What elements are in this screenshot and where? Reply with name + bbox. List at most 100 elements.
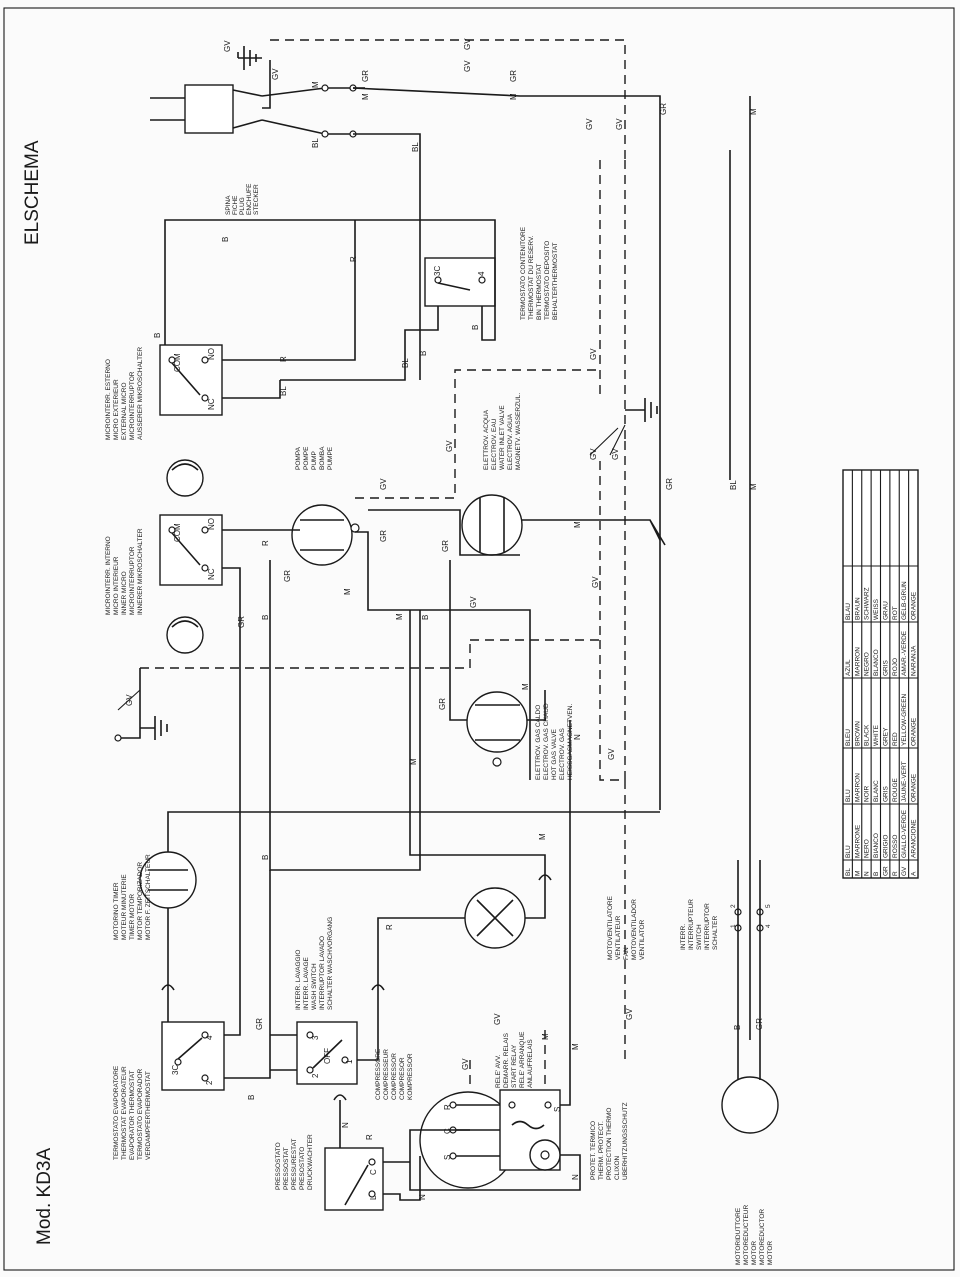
svg-text:PROTET. TERMICO: PROTET. TERMICO [590, 1121, 597, 1180]
svg-text:M: M [573, 521, 582, 528]
gear-motor: MOTORIDUTTORE MOTOREDUCTEUR MOTOR MOTORE… [721, 1076, 779, 1265]
color-table-cell: ORANGE [911, 591, 918, 620]
svg-text:B: B [153, 333, 162, 338]
svg-text:GV: GV [125, 694, 134, 706]
svg-text:NO: NO [207, 348, 216, 360]
svg-text:B: B [471, 325, 480, 330]
svg-text:GV: GV [493, 1013, 502, 1025]
wash-switch: 3 2 1 OFF INTERR. LAVAGGIO INTERR. LAVAG… [295, 917, 358, 1085]
svg-text:PLUG: PLUG [239, 197, 246, 215]
svg-text:VENTILATOR: VENTILATOR [639, 919, 646, 960]
svg-text:L: L [369, 1195, 378, 1200]
svg-text:MOTOVENTILATORE: MOTOVENTILATORE [607, 895, 614, 960]
svg-text:5: 5 [765, 904, 772, 908]
color-table-cell: M [854, 871, 861, 876]
svg-text:BL: BL [411, 142, 420, 152]
svg-text:MICROINTERR. INTERNO: MICROINTERR. INTERNO [105, 536, 112, 615]
color-table-cell: NEGRO [864, 652, 871, 676]
svg-text:ENCHUFE: ENCHUFE [246, 183, 253, 215]
svg-text:MOTORINO TIMER: MOTORINO TIMER [113, 882, 120, 940]
svg-text:GV: GV [611, 448, 620, 460]
color-table-cell: ROSSO [892, 835, 899, 858]
svg-text:GV: GV [591, 576, 600, 588]
color-table-cell: N [864, 871, 871, 876]
svg-text:MICRO EXTERIEUR: MICRO EXTERIEUR [113, 379, 120, 440]
svg-text:TERMOSTATO CONTENITORE: TERMOSTATO CONTENITORE [520, 226, 527, 320]
svg-text:M: M [538, 833, 547, 840]
svg-text:SCHALTER WASCHVORGANG: SCHALTER WASCHVORGANG [327, 917, 334, 1010]
svg-text:ELETTROV. ACQUA: ELETTROV. ACQUA [483, 409, 490, 470]
svg-text:ELECTROV. AGUA: ELECTROV. AGUA [507, 413, 514, 470]
mains-terminals: GR M GV GV GR M BL GV GV GR M [321, 38, 758, 810]
color-table-cell: R [892, 871, 899, 876]
color-table-cell: NARANJA [911, 645, 918, 676]
color-legend-table: BLBLUBLUBLEUAZULBLAUMMARRONEMARRONBROWNM… [842, 469, 919, 879]
svg-text:CLIXON: CLIXON [614, 1155, 621, 1180]
svg-text:MICRO INTERIEUR: MICRO INTERIEUR [113, 556, 120, 615]
svg-text:N: N [418, 1194, 427, 1200]
svg-text:BL: BL [311, 138, 320, 148]
svg-text:OFF: OFF [323, 1048, 332, 1064]
thermal-overload: PROTET. TERMICO THERM. PROTECT. PROTECTI… [529, 1102, 629, 1180]
color-table-cell: ARANCIONE [911, 819, 918, 858]
svg-text:DEMARR. RELAIS: DEMARR. RELAIS [503, 1032, 510, 1088]
color-table-cell: YELLOW-GREEN [901, 693, 908, 746]
svg-text:B: B [733, 1025, 742, 1030]
svg-text:COMPRESSEUR: COMPRESSEUR [383, 1049, 390, 1100]
svg-text:MICROINTERRUPTOR: MICROINTERRUPTOR [129, 546, 136, 615]
svg-text:3C: 3C [171, 1065, 180, 1075]
svg-text:SCHALTER: SCHALTER [712, 916, 719, 950]
main-switch: 2 1 5 4 INTERR. INTERRUPTEUR SWITCH INTE… [680, 899, 772, 950]
svg-text:GR: GR [659, 103, 668, 115]
svg-text:4: 4 [477, 271, 486, 276]
svg-text:2: 2 [311, 1073, 320, 1078]
svg-text:M: M [749, 483, 758, 490]
diagram-title: ELSCHEMA [22, 140, 43, 245]
svg-text:KOMPRESSOR: KOMPRESSOR [407, 1053, 414, 1100]
svg-text:RELE' ARRANQUE: RELE' ARRANQUE [519, 1031, 526, 1088]
svg-text:M: M [409, 758, 418, 765]
svg-text:BL: BL [729, 480, 738, 490]
svg-text:M: M [343, 588, 352, 595]
svg-text:GR: GR [379, 530, 388, 542]
color-table-cell: GREY [882, 727, 889, 746]
svg-text:B: B [261, 615, 270, 620]
svg-text:R: R [443, 1104, 452, 1110]
svg-text:ELETTROV. GAS CALDO: ELETTROV. GAS CALDO [535, 705, 542, 780]
color-table-cell: ORANGE [911, 717, 918, 746]
compressor: R C S COMPRESSORE COMPRESSEUR COMPRESSOR… [375, 1048, 517, 1189]
color-table-cell: MARRONE [854, 824, 861, 858]
svg-text:AUSSERER MIKROSCHALTER: AUSSERER MIKROSCHALTER [137, 347, 144, 440]
svg-text:INTERRUPTOR: INTERRUPTOR [704, 903, 711, 950]
svg-text:R: R [261, 540, 270, 546]
svg-text:R: R [365, 1134, 374, 1140]
svg-text:GR: GR [237, 616, 246, 628]
svg-text:GV: GV [615, 118, 624, 130]
svg-text:GV: GV [469, 596, 478, 608]
svg-text:GR: GR [441, 540, 450, 552]
svg-text:START RELAY: START RELAY [511, 1044, 518, 1088]
svg-text:M: M [749, 108, 758, 115]
svg-text:NC: NC [207, 398, 216, 410]
svg-text:WASH SWITCH: WASH SWITCH [311, 963, 318, 1010]
page-frame [3, 7, 955, 1271]
svg-text:3C: 3C [433, 266, 442, 276]
svg-text:ELECTROV. EAU: ELECTROV. EAU [491, 418, 498, 470]
color-table-cell: JAUNE-VERT [901, 761, 908, 802]
color-table-cell: GR [882, 866, 889, 876]
color-table-cell: GRAU [882, 601, 889, 620]
svg-text:RELE' AVV.: RELE' AVV. [495, 1054, 502, 1088]
svg-text:INTERRUPTEUR: INTERRUPTEUR [688, 899, 695, 950]
internal-micro-switch: COM NO NC MICROINTERR. INTERNO MICRO INT… [105, 514, 223, 654]
hot-gas-valve: ELETTROV. GAS CALDO ELECTROV. GAS CHAUD … [466, 691, 574, 780]
svg-text:INTERR.: INTERR. [680, 924, 687, 950]
svg-text:MOTOREDUCTEUR: MOTOREDUCTEUR [743, 1205, 750, 1265]
svg-text:GV: GV [461, 1058, 470, 1070]
svg-text:GV: GV [625, 1008, 634, 1020]
svg-text:4: 4 [765, 924, 772, 928]
svg-text:B: B [221, 237, 230, 242]
svg-text:PUMPE: PUMPE [327, 446, 334, 470]
fan-motor: MOTOVENTILATORE VENTILATEUR FAN MOTOVENT… [464, 887, 646, 960]
svg-text:GR: GR [361, 70, 370, 82]
